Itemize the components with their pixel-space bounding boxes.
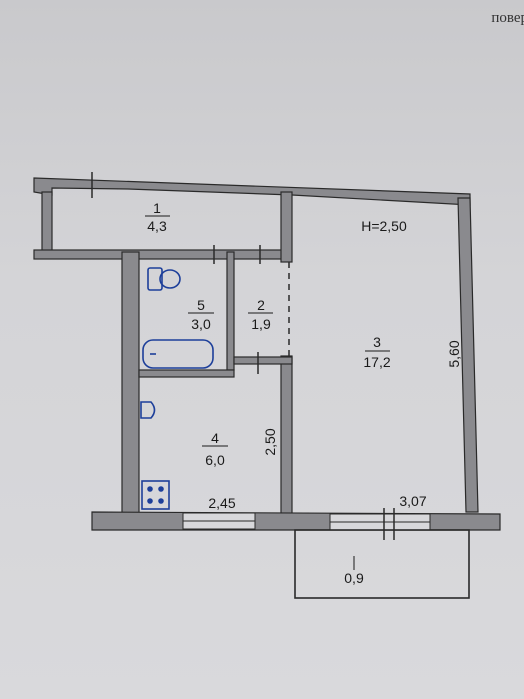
balcony xyxy=(294,529,470,599)
room-2-number: 2 xyxy=(257,297,265,313)
stove-icon xyxy=(141,480,170,510)
toilet-icon xyxy=(147,267,163,291)
hall-wall xyxy=(233,356,293,365)
room-5-area: 3,0 xyxy=(191,316,211,332)
dim-room3-width: 3,07 xyxy=(399,493,426,509)
sink-icon xyxy=(140,401,156,419)
corridor-left-wall xyxy=(41,191,53,253)
windows xyxy=(182,512,431,531)
door-marks xyxy=(91,172,395,540)
dim-room4-length: 2,50 xyxy=(262,428,278,455)
dim-room3-length: 5,60 xyxy=(446,340,462,367)
bath-partition xyxy=(226,251,235,371)
balcony-area: 0,9 xyxy=(344,570,364,586)
partition-upper xyxy=(280,191,293,263)
left-wall xyxy=(121,251,140,517)
fixtures xyxy=(140,267,214,510)
room-1-area: 4,3 xyxy=(147,218,167,234)
room-5-number: 5 xyxy=(197,297,205,313)
top-wall xyxy=(33,177,471,206)
page-header-fragment: повер xyxy=(491,10,524,26)
fraction-lines xyxy=(145,215,390,570)
toilet-bowl-icon xyxy=(159,269,181,289)
bottom-wall xyxy=(91,511,501,531)
room-3-area: 17,2 xyxy=(363,354,390,370)
right-wall xyxy=(457,197,479,513)
room-1-number: 1 xyxy=(153,200,161,216)
partition-lower xyxy=(280,355,293,517)
ceiling-height: H=2,50 xyxy=(361,218,407,234)
room-2-area: 1,9 xyxy=(251,316,271,332)
walls xyxy=(33,177,501,531)
corridor-bottom-wall xyxy=(33,249,287,260)
dim-room4-width: 2,45 xyxy=(208,495,235,511)
room-4-area: 6,0 xyxy=(205,452,225,468)
room-3-number: 3 xyxy=(373,334,381,350)
bath-kitchen-wall xyxy=(138,369,235,378)
bathtub-icon xyxy=(142,339,214,369)
room-4-number: 4 xyxy=(211,430,219,446)
